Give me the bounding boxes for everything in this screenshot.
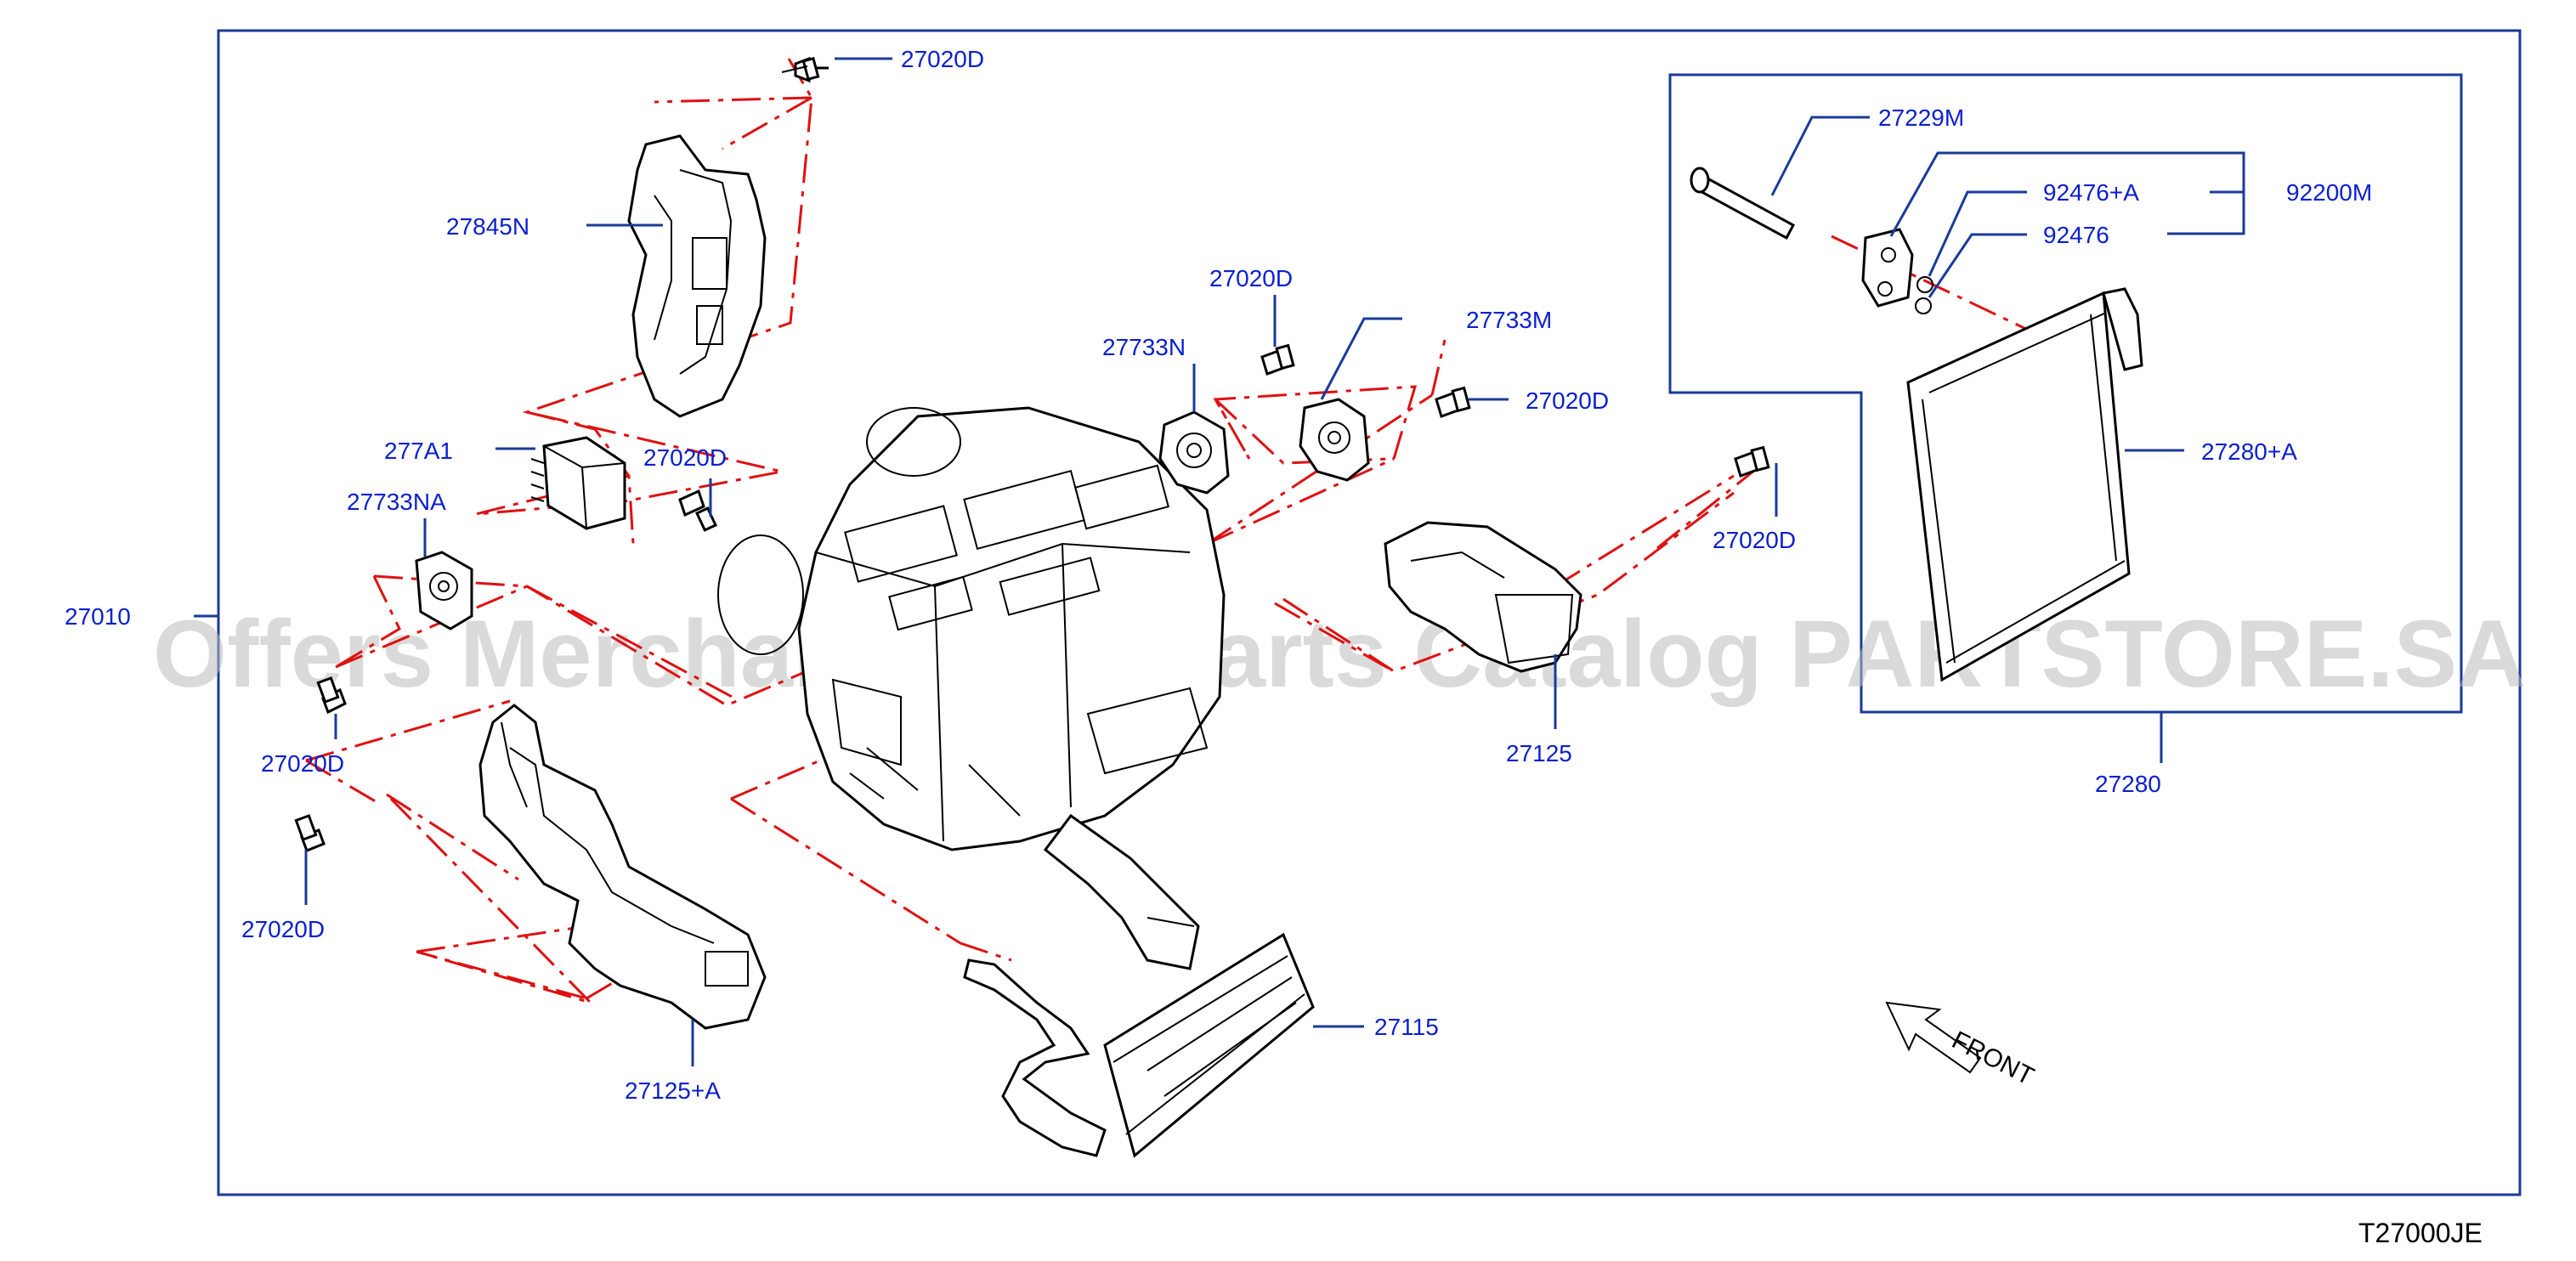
- bolts: [294, 56, 1770, 852]
- front-label: FRONT: [1947, 1026, 2038, 1090]
- callout-27020D: 27020D: [261, 750, 344, 777]
- callout-92200M: 92200M: [2286, 179, 2372, 206]
- part-27125A-duct: [478, 704, 767, 1030]
- callouts: 27020D 27845N 277A1 27020D 27733NA 27010…: [65, 46, 2372, 1104]
- callout-27733N: 27733N: [1102, 334, 1186, 360]
- front-direction-arrow: FRONT: [1885, 1001, 2038, 1091]
- callout-27020D: 27020D: [1526, 387, 1609, 414]
- outer-frame: [217, 29, 2522, 1196]
- callout-27733M: 27733M: [1466, 307, 1552, 333]
- part-27229M-pipe: [1690, 167, 1796, 240]
- callout-27020D: 27020D: [1209, 265, 1293, 291]
- part-o-rings: [1915, 276, 1933, 314]
- watermark: Offers Merchant Auto Parts Catalog PARTS…: [153, 601, 2526, 707]
- callout-27125: 27125: [1506, 740, 1572, 766]
- callout-27845N: 27845N: [446, 213, 529, 240]
- part-27125-duct: [1384, 521, 1582, 673]
- part-27733NA-actuator: [415, 551, 473, 630]
- callout-92476A: 92476+A: [2043, 179, 2139, 206]
- callout-27280: 27280: [2095, 771, 2161, 797]
- callout-27020D: 27020D: [1713, 527, 1796, 553]
- leader-lines: [304, 57, 2245, 1066]
- callout-27125A: 27125+A: [625, 1077, 721, 1104]
- part-27733M-actuator: [1299, 398, 1370, 482]
- part-27115-heater-core: [963, 932, 1315, 1158]
- callout-277A1: 277A1: [384, 438, 453, 464]
- part-27845N-duct: [627, 134, 767, 418]
- part-27280A-evaporator: [1906, 287, 2143, 682]
- phantom-lines: [305, 58, 2032, 1006]
- callout-27229M: 27229M: [1878, 105, 1964, 131]
- part-277A1-resistor: [530, 436, 626, 530]
- part-27733N-actuator: [1158, 410, 1230, 495]
- diagram-code: T27000JE: [2358, 1218, 2483, 1248]
- callout-27115: 27115: [1374, 1014, 1439, 1040]
- callout-92476: 92476: [2043, 222, 2109, 248]
- callout-27280A: 27280+A: [2201, 438, 2297, 465]
- callout-27020D: 27020D: [241, 916, 325, 942]
- callout-27020D: 27020D: [643, 444, 727, 471]
- part-27010-hvac-unit: [717, 406, 1226, 970]
- part-expansion-valve: [1861, 228, 1914, 308]
- callout-27733NA: 27733NA: [347, 489, 446, 515]
- evaporator-subframe: [1668, 73, 2463, 714]
- callout-27020D: 27020D: [901, 46, 984, 72]
- callout-27010: 27010: [65, 603, 131, 630]
